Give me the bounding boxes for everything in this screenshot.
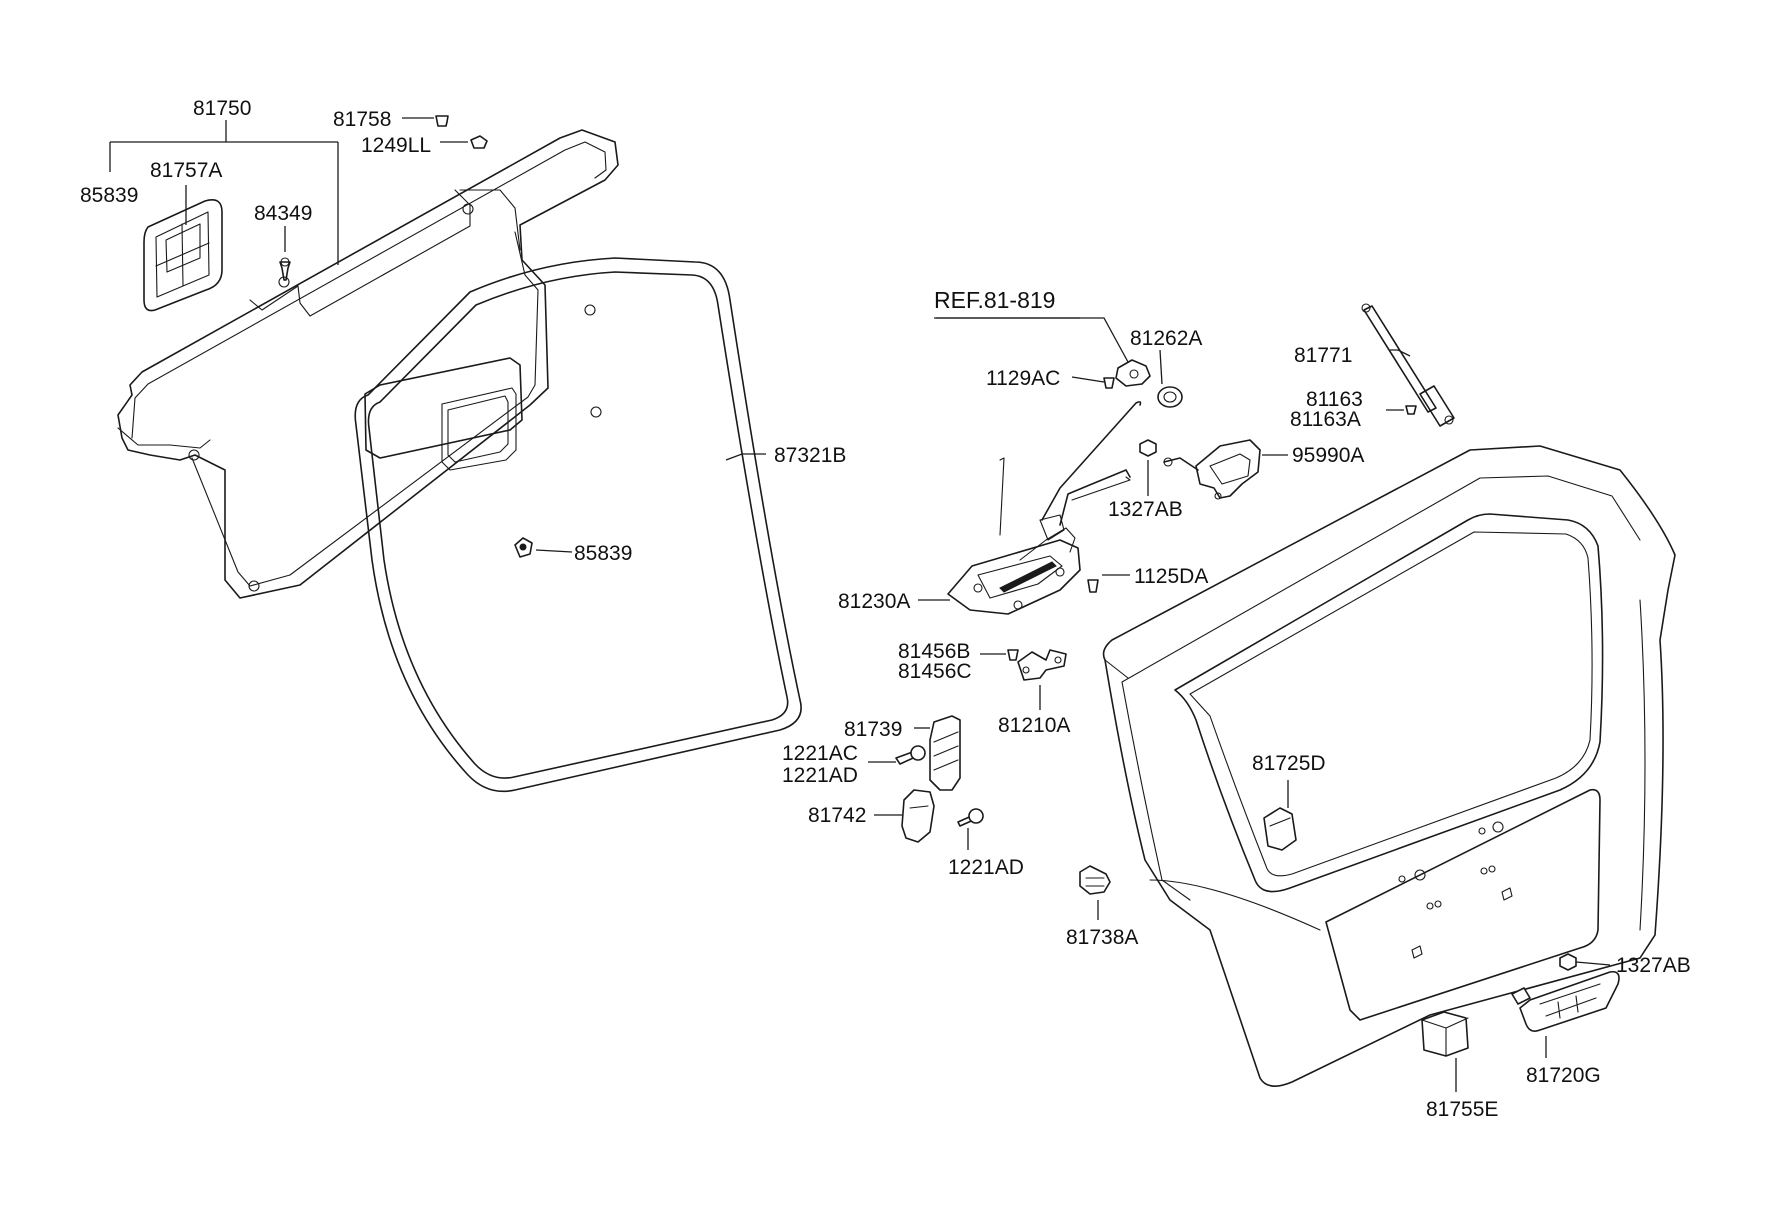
label-1249LL: 1249LL xyxy=(361,134,431,157)
lock-actuator-ref xyxy=(1115,359,1151,387)
weatherstrip-seal xyxy=(354,257,802,793)
label-1221AD-a: 1221AD xyxy=(782,764,858,787)
label-81456B: 81456B xyxy=(898,640,970,663)
part-labels: 81750 85839 81757A 84349 81758 1249LL 87… xyxy=(80,97,1691,1121)
bumper-81739 xyxy=(929,715,961,791)
latch-striker-81210A xyxy=(1017,649,1067,681)
label-81725D: 81725D xyxy=(1252,752,1326,775)
stopper-81742 xyxy=(901,789,935,843)
label-81771: 81771 xyxy=(1294,344,1352,367)
clip-85839 xyxy=(514,537,533,558)
label-87321B: 87321B xyxy=(774,444,846,467)
latch-rods xyxy=(999,401,1142,536)
screw-1221AC xyxy=(895,745,926,765)
label-1221AC: 1221AC xyxy=(782,742,858,765)
label-95990A: 95990A xyxy=(1292,444,1364,467)
label-81739: 81739 xyxy=(844,718,902,741)
label-1327AB-top: 1327AB xyxy=(1108,498,1183,521)
label-84349: 84349 xyxy=(254,202,312,225)
leader-lines xyxy=(109,117,1611,1092)
label-81230A: 81230A xyxy=(838,590,910,613)
tailgate-panel xyxy=(1102,445,1676,1087)
label-81738A: 81738A xyxy=(1066,926,1138,949)
screw-81456B xyxy=(1007,649,1019,661)
screw-84349 xyxy=(279,257,291,281)
cover-81755E xyxy=(1421,1011,1469,1057)
label-81720G: 81720G xyxy=(1526,1064,1601,1087)
vent-grille-cover xyxy=(143,199,223,312)
label-85839-top: 85839 xyxy=(80,184,138,207)
label-81742: 81742 xyxy=(808,804,866,827)
label-81210A: 81210A xyxy=(998,714,1070,737)
label-1221AD-b: 1221AD xyxy=(948,856,1024,879)
bolt-81163 xyxy=(1405,405,1417,415)
label-1129AC: 1129AC xyxy=(986,367,1060,390)
label-81757A: 81757A xyxy=(150,159,222,182)
screw-1129AC xyxy=(1103,377,1115,389)
screw-81758 xyxy=(435,115,449,127)
nut-1327AB-bottom xyxy=(1559,953,1577,971)
inner-trim-panel xyxy=(364,357,523,471)
label-81750: 81750 xyxy=(193,97,251,120)
screw-1221AD xyxy=(957,808,984,827)
bracket-81725D xyxy=(1263,807,1297,851)
control-module-95990A xyxy=(1163,439,1261,500)
handle-81720G xyxy=(1511,970,1620,1032)
label-81456C: 81456C xyxy=(898,660,972,683)
label-ref-81-819: REF.81-819 xyxy=(934,287,1055,313)
label-1125DA: 1125DA xyxy=(1134,565,1208,588)
tailgate-trim-panel xyxy=(117,129,619,599)
gas-strut-81771 xyxy=(1361,303,1455,427)
bumper-81738A xyxy=(1079,865,1111,895)
label-81262A: 81262A xyxy=(1130,327,1202,350)
label-81163: 81163 xyxy=(1306,388,1363,411)
clip-1249LL xyxy=(470,135,488,149)
label-81163A: 81163A xyxy=(1290,408,1361,431)
label-1327AB-bottom: 1327AB xyxy=(1616,954,1691,977)
lock-cylinder-81262A xyxy=(1157,386,1183,408)
label-85839-mid: 85839 xyxy=(574,542,632,565)
door-latch-81230A xyxy=(947,514,1081,615)
label-81758: 81758 xyxy=(333,108,391,131)
nut-1327AB-top xyxy=(1139,439,1157,457)
bolt-1125DA xyxy=(1087,579,1099,593)
label-81755E: 81755E xyxy=(1426,1098,1498,1121)
